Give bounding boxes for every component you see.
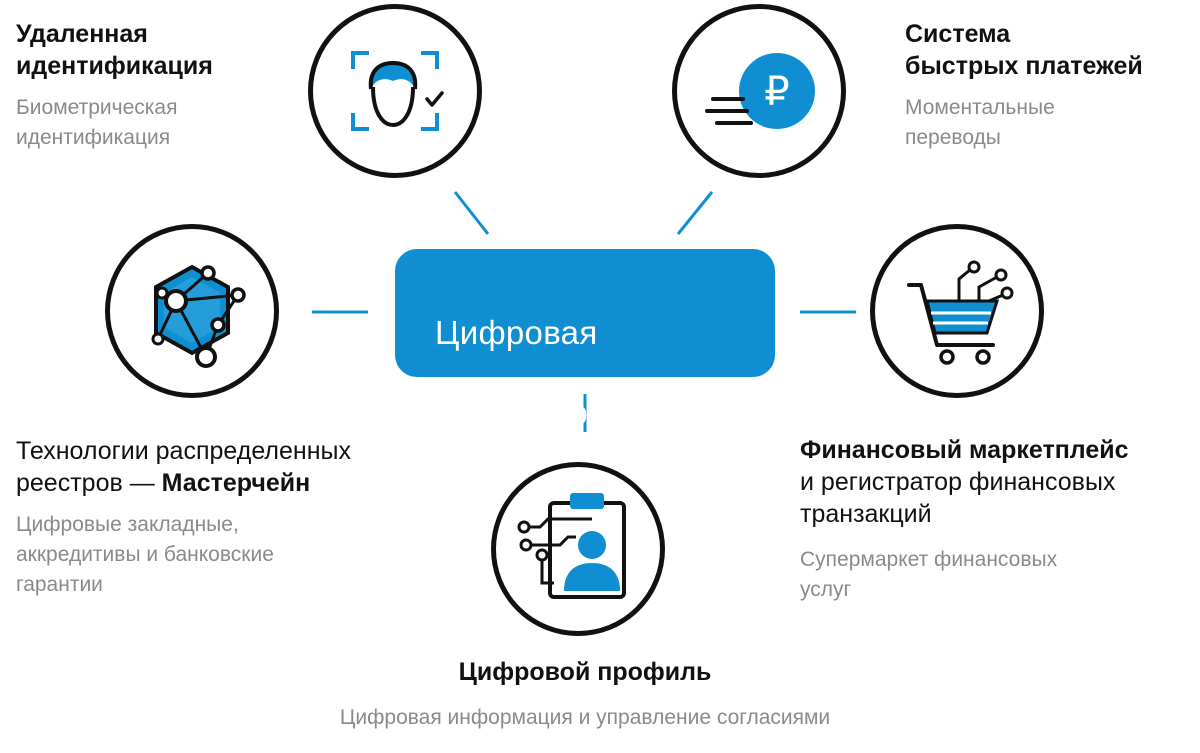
profile-title: Цифровой профиль [443,656,727,688]
ledger-sub-line1: Цифровые закладные, [16,513,239,536]
ledger-title-line2: реестров — Мастерчейн [16,467,351,499]
remote-id-title: Удаленная идентификация [16,18,213,82]
ledger-title: Технологии распределенных реестров — Мас… [16,435,351,499]
ledger-sub-line2: аккредитивы и банковские [16,543,274,566]
ledger-title-line2-plain: реестров — [16,469,162,497]
remote-id-title-line1: Удаленная [16,20,148,48]
hub-title-line2: инфраструктура [435,394,689,431]
face-scan-icon [351,51,444,131]
fast-payments-title-line2: быстрых платежей [905,52,1143,80]
fast-payments-sub-line2: переводы [905,126,1001,149]
remote-id-sub-line2: идентификация [16,126,171,149]
remote-id-sub-line1: Биометрическая [16,96,178,119]
ledger-title-line2-bold: Мастерчейн [161,469,311,497]
fast-payments-title: Система быстрых платежей [905,18,1143,82]
profile-sub-text: Цифровая информация и управление согласи… [339,706,831,729]
ledger-sub-line3: гарантии [16,573,103,596]
ruble-coin-icon: ₽ [705,53,815,129]
profile-title-text: Цифровой профиль [458,658,712,686]
marketplace-subtitle: Супермаркет финансовых услуг [800,545,1057,605]
node-fast-payments: ₽ [672,4,846,178]
hub-title-line1: Цифровая [435,314,598,351]
marketplace-title-line1: Финансовый маркетплейс [800,436,1129,464]
profile-subtitle: Цифровая информация и управление согласи… [285,703,885,733]
marketplace-title-line3: транзакций [800,500,932,528]
hub-title: Цифровая инфраструктура [435,273,775,473]
ledger-subtitle: Цифровые закладные, аккредитивы и банков… [16,510,274,600]
connector-fast-payments [676,191,714,235]
marketplace-title: Финансовый маркетплейс и регистратор фин… [800,434,1129,530]
node-digital-profile [491,462,665,636]
fast-payments-subtitle: Моментальные переводы [905,93,1055,153]
profile-clipboard-icon [517,493,626,599]
marketplace-sub-line2: услуг [800,578,852,601]
hub-digital-infrastructure: Цифровая инфраструктура [395,249,775,431]
shopping-cart-icon [907,260,1014,365]
node-distributed-ledger [105,224,279,398]
remote-id-subtitle: Биометрическая идентификация [16,93,177,153]
node-marketplace [870,224,1044,398]
blockchain-network-icon [151,264,246,368]
ledger-title-line1: Технологии распределенных [16,437,351,465]
marketplace-sub-line1: Супермаркет финансовых [800,548,1058,571]
fast-payments-title-line1: Система [905,20,1011,48]
node-remote-identification [308,4,482,178]
connector-remote-id [453,191,490,235]
ruble-glyph: ₽ [764,69,789,115]
marketplace-title-line2: и регистратор финансовых [800,468,1116,496]
fast-payments-sub-line1: Моментальные [905,96,1055,119]
remote-id-title-line2: идентификация [16,52,213,80]
